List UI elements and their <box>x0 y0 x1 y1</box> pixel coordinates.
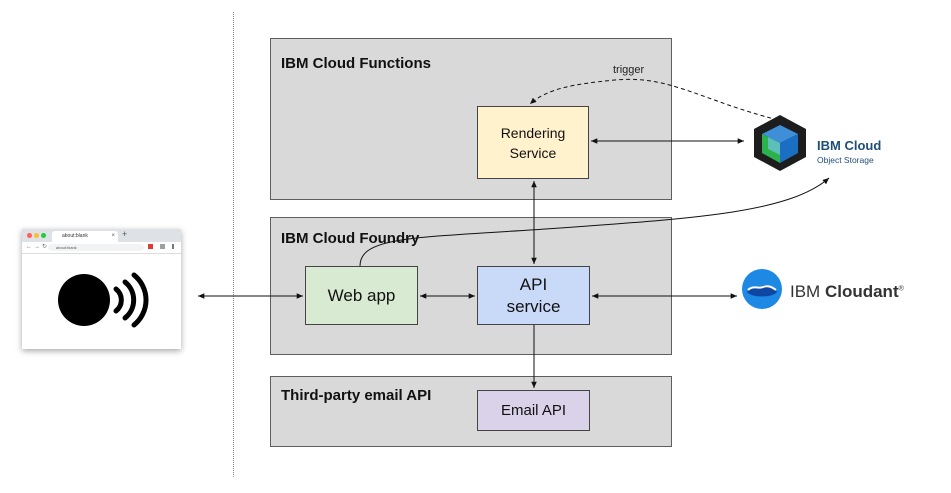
cloudant-label: IBM Cloudant® <box>790 282 904 302</box>
browser-tab: about:blank × <box>52 231 118 242</box>
api-service-node[interactable]: API service <box>477 266 590 325</box>
ibm-cloud-object-storage-icon <box>754 115 806 171</box>
minimize-dot-icon <box>34 233 39 238</box>
app-logo-icon <box>58 272 149 328</box>
third-party-email-group: Third-party email API <box>270 376 672 447</box>
rendering-service-node[interactable]: Rendering Service <box>477 106 589 179</box>
menu-icon <box>172 244 174 249</box>
object-storage-subtitle: Object Storage <box>817 155 874 165</box>
trigger-label: trigger <box>613 64 645 76</box>
cloudant-prefix: IBM <box>790 282 825 301</box>
rendering-service-label: Rendering Service <box>500 124 566 161</box>
extension-icon <box>148 244 153 249</box>
email-api-node[interactable]: Email API <box>477 390 590 431</box>
ibm-cloudant-icon <box>742 269 782 309</box>
group-title-email: Third-party email API <box>281 387 432 404</box>
tab-close-icon: × <box>111 233 115 239</box>
group-title-functions: IBM Cloud Functions <box>281 55 431 72</box>
ibm-cloud-functions-group: IBM Cloud Functions <box>270 38 672 200</box>
group-title-foundry: IBM Cloud Foundry <box>281 230 420 247</box>
browser-nav-icons: ←→↻ <box>26 244 50 250</box>
object-storage-title: IBM Cloud <box>817 138 882 153</box>
browser-url-field: about:blank <box>48 244 144 251</box>
close-dot-icon <box>27 233 32 238</box>
web-app-node[interactable]: Web app <box>305 266 418 325</box>
browser-tab-title: about:blank <box>62 233 88 239</box>
web-app-label: Web app <box>327 285 396 305</box>
vertical-divider <box>233 12 234 477</box>
api-service-label: API service <box>506 274 561 316</box>
browser-address-bar: ←→↻ about:blank <box>22 242 181 254</box>
new-tab-icon: + <box>122 229 128 239</box>
cloudant-name: Cloudant <box>824 282 899 301</box>
email-api-label: Email API <box>500 402 567 419</box>
trigger-arrow <box>529 78 779 121</box>
registered-mark: ® <box>898 285 904 293</box>
webapp-storage-arrow <box>359 177 830 267</box>
browser-tab-bar: about:blank × + <box>22 229 181 242</box>
profile-icon <box>160 244 165 249</box>
browser-window: about:blank × + ←→↻ about:blank <box>22 229 181 349</box>
browser-url-text: about:blank <box>56 245 77 250</box>
maximize-dot-icon <box>41 233 46 238</box>
